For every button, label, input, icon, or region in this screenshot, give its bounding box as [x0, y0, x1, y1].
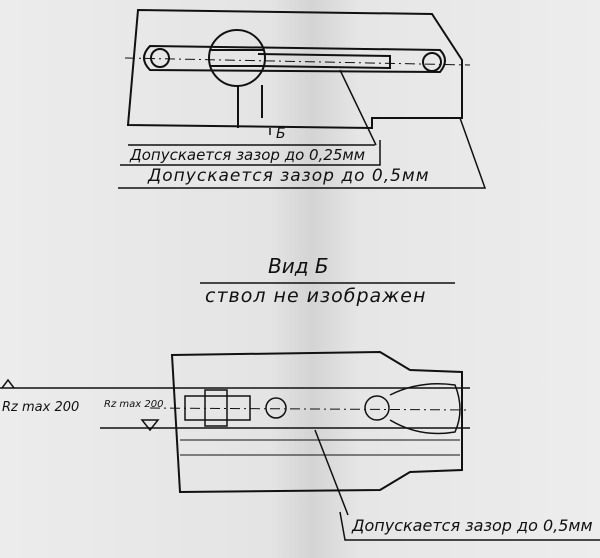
bottom-part-outline — [0, 350, 600, 541]
tolerance-label-05: Допускается зазор до 0,5мм — [148, 166, 430, 186]
section-mark-b: Б — [276, 126, 286, 142]
roughness-label-inner: Rz max 200 — [104, 399, 164, 410]
top-part-outline — [124, 8, 471, 146]
roughness-label-left: Rz max 200 — [2, 400, 80, 415]
tolerance-label-bottom: Допускается зазор до 0,5мм — [352, 516, 593, 535]
view-title: Вид Б — [268, 254, 329, 278]
roughness-symbols — [1, 378, 160, 432]
top-dimension-lines — [118, 117, 487, 189]
tolerance-label-025: Допускается зазор до 0,25мм — [130, 146, 366, 164]
view-subtitle: ствол не изображен — [205, 285, 427, 307]
